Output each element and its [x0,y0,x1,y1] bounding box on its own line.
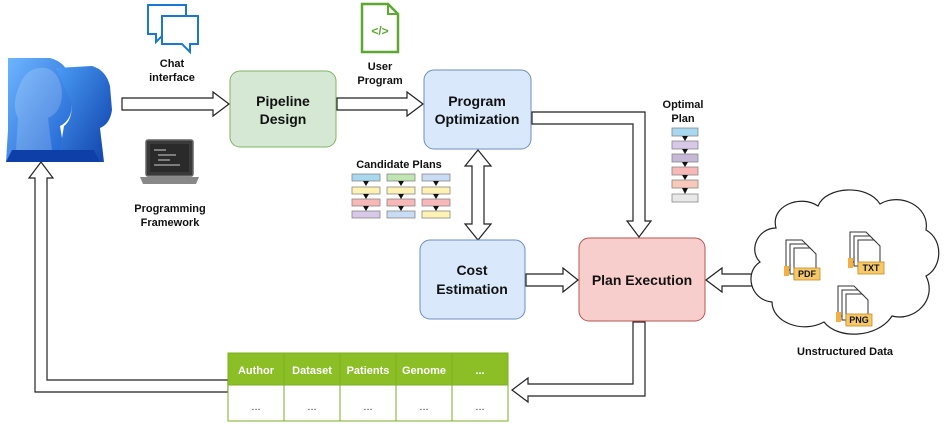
programming-framework-label-line2: Framework [141,217,201,229]
optimal-plan-label-line1: Optimal [663,99,704,111]
program-optimization-label-line2: Optimization [435,111,520,127]
pipeline-design-label-line2: Design [260,111,307,127]
table-cell: ... [307,401,316,413]
arrow-execution-to-table [511,321,646,404]
pdf-tag: PDF [798,269,817,279]
table-header-dataset: Dataset [292,365,332,377]
cost-estimation-label-line2: Estimation [436,281,508,297]
program-optimization-box: Program Optimization [423,69,532,150]
laptop-icon [140,139,199,184]
table-header-patients: Patients [347,365,390,377]
table-cell: ... [475,401,484,413]
document-icon: PNG [836,285,873,327]
table-cell: ... [251,401,260,413]
output-table: Author Dataset Patients Genome ... ... .… [227,352,509,422]
cost-estimation-box: Cost Estimation [419,239,526,320]
optimal-plan-arrows [682,136,688,194]
arrow-optimization-to-execution [531,111,653,238]
table-header-author: Author [238,365,275,377]
table-header-more: ... [475,365,484,377]
arrow-optimization-cost-bidirectional [463,149,493,241]
arrow-cost-to-execution [525,266,579,294]
chat-icon [147,4,199,55]
code-file-icon: </> [360,2,400,54]
candidate-plan-arrows [363,181,439,211]
unstructured-data-label: Unstructured Data [797,346,894,358]
chat-interface-label-line2: interface [149,72,195,84]
table-cell: ... [419,401,428,413]
cloud-icon [750,189,940,335]
arrow-table-to-user [27,161,229,393]
table-cell: ... [363,401,372,413]
candidate-plans-label: Candidate Plans [356,159,442,171]
document-icon: TXT [848,231,885,275]
user-program-label-line1: User [368,61,393,73]
pipeline-design-box: Pipeline Design [229,70,337,148]
table-header-genome: Genome [402,365,446,377]
programming-framework-label-line1: Programming [134,203,206,215]
plan-execution-box: Plan Execution [578,237,706,322]
arrow-user-to-pipeline [121,90,230,118]
user-program-label-line2: Program [357,75,402,87]
candidate-plan-1 [351,173,381,219]
people-icon [6,58,112,162]
txt-tag: TXT [863,263,881,273]
optimal-plan-label-line2: Plan [671,113,695,125]
png-tag: PNG [849,315,869,325]
program-optimization-label-line1: Program [448,93,506,109]
pipeline-design-label-line1: Pipeline [256,93,310,109]
arrow-data-to-execution [705,266,759,294]
document-icon: PDF [784,239,821,281]
arrow-pipeline-to-optimization [336,90,424,118]
svg-text:</>: </> [371,24,388,38]
cost-estimation-label-line1: Cost [456,262,487,278]
plan-execution-label: Plan Execution [592,272,692,288]
chat-interface-label-line1: Chat [160,58,185,70]
